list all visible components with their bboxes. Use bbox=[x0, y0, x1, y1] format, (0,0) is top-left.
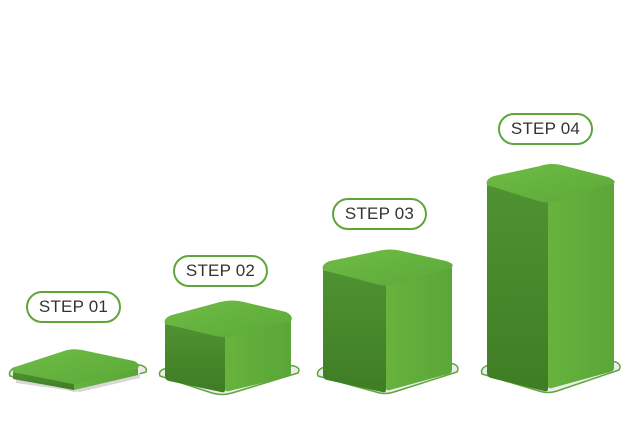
step-side-right-3 bbox=[386, 267, 452, 391]
step-side-left-3 bbox=[323, 270, 386, 393]
step-label-4: STEP 04 bbox=[498, 113, 593, 145]
step-side-left-1 bbox=[13, 372, 74, 390]
step-top-4 bbox=[486, 164, 615, 203]
step-top-1 bbox=[12, 349, 139, 384]
step-label-2: STEP 02 bbox=[173, 255, 268, 287]
step-block-4 bbox=[480, 164, 621, 394]
step-label-3: STEP 03 bbox=[332, 198, 427, 230]
step-label-1: STEP 01 bbox=[26, 291, 121, 323]
step-side-right-4 bbox=[548, 183, 614, 389]
step-side-right-2 bbox=[225, 321, 291, 392]
step-top-2 bbox=[164, 300, 292, 337]
step-top-3 bbox=[322, 249, 453, 286]
step-side-right-1 bbox=[74, 368, 138, 390]
step-base-shadow-1 bbox=[16, 373, 140, 392]
step-side-left-2 bbox=[165, 324, 225, 393]
step-side-left-4 bbox=[487, 185, 548, 392]
step-block-1 bbox=[8, 349, 148, 392]
step-block-2 bbox=[158, 300, 300, 396]
step-block-3 bbox=[316, 249, 459, 395]
